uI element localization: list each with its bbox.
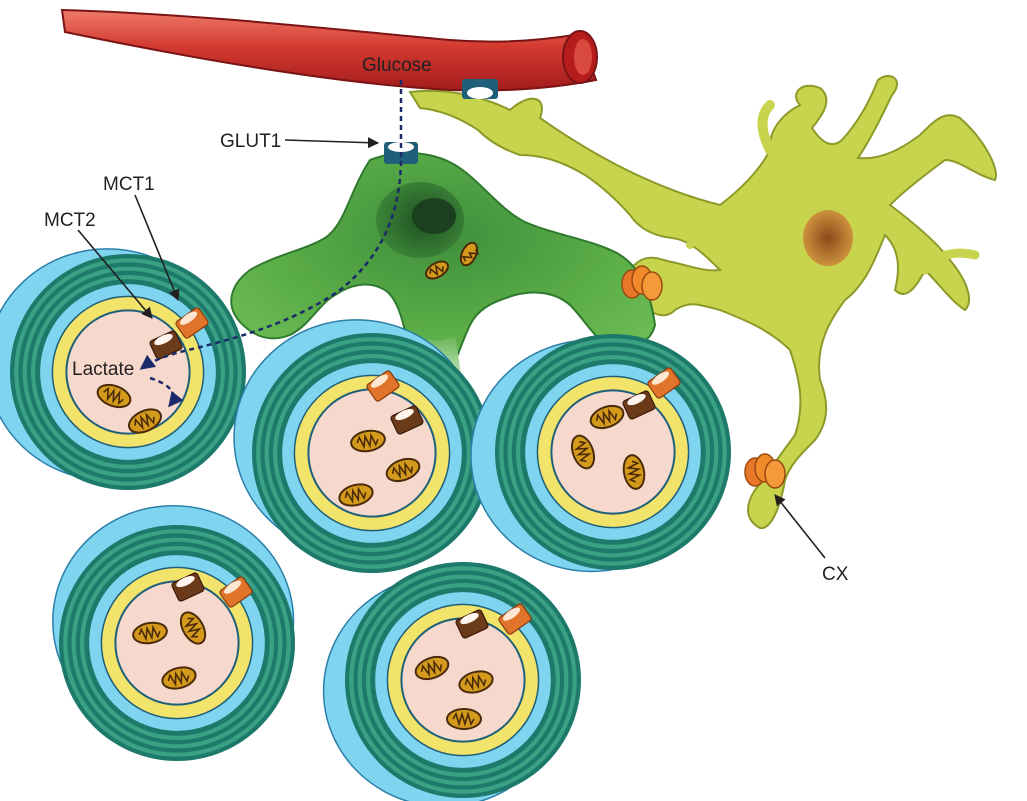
mct1-transporter-icon — [366, 370, 400, 402]
mitochondrion-icon — [446, 708, 482, 730]
glucose-label: Glucose — [362, 55, 432, 76]
mct1-transporter-icon — [175, 307, 209, 339]
mitochondrion-icon — [132, 621, 168, 645]
connexin-channel-icon — [744, 453, 786, 489]
mitochondrion-cristae — [573, 440, 592, 463]
astrocyte-body — [408, 75, 997, 530]
lactate-label: Lactate — [72, 359, 134, 380]
mitochondrion-icon — [338, 483, 374, 507]
mct1-body — [366, 370, 400, 402]
mitochondrion-icon — [459, 241, 480, 267]
mitochondrion-cristae — [595, 408, 618, 427]
mct2-pore — [460, 612, 479, 625]
mct2-body — [149, 330, 183, 360]
mct2-transporter-icon — [622, 390, 656, 420]
astrocyte-process-upper — [757, 100, 775, 155]
blood-vessel-lumen — [574, 39, 592, 75]
myelinated-axon-2 — [233, 319, 492, 573]
mct2-pointer-arrow — [77, 229, 153, 319]
myelinated-axons — [0, 248, 731, 801]
astrocyte-process-left — [650, 204, 705, 235]
mct1-label: MCT1 — [103, 174, 155, 195]
mct1-pore — [652, 371, 670, 385]
mct1-body — [175, 307, 209, 339]
blood-vessel — [60, 8, 598, 99]
mct1-body — [219, 576, 253, 608]
blood-vessel-body — [60, 8, 598, 92]
myelinated-axon-1 — [0, 248, 246, 490]
mitochondrion-cristae — [625, 460, 643, 483]
mitochondrion-cristae — [452, 711, 475, 727]
astrocyte — [408, 75, 997, 530]
mitochondrion-cristae — [420, 659, 443, 678]
mitochondrion-cristae — [391, 461, 414, 480]
myelinated-axon-4 — [52, 504, 295, 761]
endfoot-channel-pore — [467, 87, 493, 99]
mitochondrion-cristae — [464, 673, 487, 691]
mitochondrion-icon — [414, 655, 450, 681]
mct1-body — [647, 367, 681, 399]
mct1-pore — [503, 607, 521, 621]
mitochondrion-cristae — [344, 486, 367, 504]
mct2-pore — [627, 393, 646, 406]
mct2-body — [171, 572, 205, 602]
mitochondrion-cristae — [134, 412, 155, 431]
mitochondrion-icon — [179, 611, 207, 645]
mct1-pore — [180, 311, 198, 325]
mct1-transporter-icon — [498, 603, 532, 635]
mct1-transporter-icon — [219, 576, 253, 608]
mitochondrion-cristae — [356, 432, 379, 450]
mitochondrion-icon — [161, 666, 197, 690]
mitochondrion-cristae — [138, 624, 161, 642]
myelinated-axon-5 — [322, 562, 581, 801]
mitochondrion-cristae — [167, 669, 190, 687]
lactate-pathway-arrow — [149, 376, 184, 408]
mct2-body — [622, 390, 656, 420]
mct2-transporter-icon — [455, 609, 489, 639]
mct1-pore — [224, 580, 242, 594]
mitochondrion-icon — [425, 260, 449, 280]
cx-label: CX — [822, 564, 849, 585]
mct2-transporter-icon — [171, 572, 205, 602]
astrocyte-nucleus — [803, 210, 853, 266]
mct2-label: MCT2 — [44, 210, 96, 231]
mct2-transporter-icon — [390, 405, 424, 435]
mitochondrion-icon — [589, 404, 625, 430]
mitochondrion-icon — [385, 457, 421, 483]
mct2-pore — [395, 408, 414, 421]
mct2-pore — [176, 575, 195, 588]
mitochondrion-icon — [96, 383, 132, 409]
oligodendrocyte-nucleolus — [412, 198, 456, 234]
glucose-pathway-arrow — [139, 80, 403, 370]
glut1-label: GLUT1 — [220, 131, 281, 152]
mct2-body — [390, 405, 424, 435]
cx-pointer-arrow — [774, 494, 826, 559]
mitochondrion-cristae — [103, 386, 124, 405]
connexin-channel-icon — [621, 265, 663, 301]
glut1-pointer-arrow — [284, 137, 380, 149]
mct1-transporter-icon — [647, 367, 681, 399]
mitochondrion-icon — [570, 434, 596, 470]
mct1-pointer-arrow — [134, 194, 180, 302]
mct2-transporter-icon — [149, 330, 183, 360]
mitochondrion-icon — [458, 670, 494, 694]
mitochondrion-icon — [350, 429, 386, 453]
myelinated-axon-3 — [470, 334, 731, 573]
astrocyte-process-right — [920, 248, 980, 275]
mct1-body — [498, 603, 532, 635]
mitochondrion-icon — [128, 408, 162, 434]
astrocyte-process-left2 — [686, 221, 734, 249]
mitochondrion-icon — [622, 454, 646, 490]
mct1-pore — [371, 374, 389, 388]
mitochondrion-cristae — [183, 617, 202, 638]
mct2-pore — [154, 333, 173, 346]
